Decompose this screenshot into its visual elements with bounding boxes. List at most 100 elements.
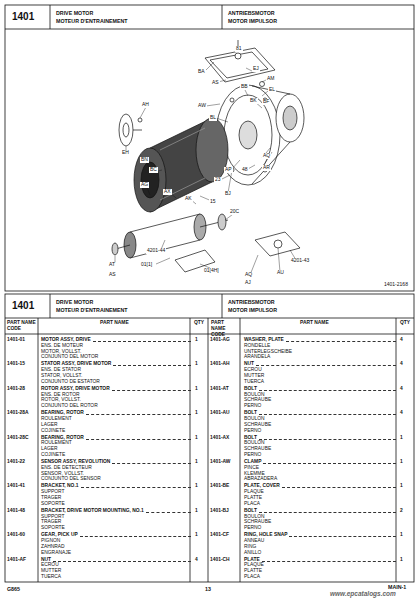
drawing-stroke <box>5 294 414 582</box>
part-name-de: SCHRAUBE <box>244 446 271 452</box>
part-name: BRACKET, DRIVE MOTOR MOUNTING, NO.1 <box>41 508 144 514</box>
drawing-stroke <box>260 82 265 87</box>
callout-number: AG <box>140 182 149 188</box>
drawing-stroke <box>123 123 129 137</box>
drawing-stroke <box>240 318 241 582</box>
drawing-stroke <box>134 148 166 212</box>
end-housing <box>216 85 304 185</box>
part-name-de: PLATTE <box>244 568 262 574</box>
part-name-es: ANILLO <box>244 550 261 556</box>
column-header: PART NAME CODE <box>7 320 37 332</box>
part-name-es: ENGRANAJE <box>41 550 71 556</box>
callout-number: BF <box>262 99 270 105</box>
quantity: 1 <box>195 361 198 367</box>
part-name: BOLT <box>244 508 257 514</box>
drawing-stroke <box>224 95 272 175</box>
dot-leader <box>93 341 191 342</box>
part-name-de: STATOR, VOLLST. <box>41 373 82 379</box>
part-code: 1401-28C <box>7 435 28 441</box>
dot-leader <box>53 561 191 562</box>
callout-number: 48 <box>241 167 249 173</box>
part-name-fr: ENS. DE DETECTEUR <box>41 465 92 471</box>
part-name: WASHER, PLATE <box>244 337 284 343</box>
drawing-stroke <box>205 48 275 82</box>
part-code: 1401-AW <box>210 459 230 465</box>
part-name-de: MUTTER <box>244 373 264 379</box>
callout-number: AR <box>262 165 271 171</box>
part-name: PLATE, COVER <box>244 483 280 489</box>
column-header: PART NAME CODE <box>211 320 239 337</box>
part-name-fr: ECROU <box>244 367 262 373</box>
part-name-es: PERNO <box>244 403 261 409</box>
part-code: 1401-22 <box>7 459 25 465</box>
dot-leader <box>112 390 191 391</box>
part-name: BOLT <box>244 386 257 392</box>
part-name-es: CONJUNTO DEL MOTOR <box>41 354 98 360</box>
part-name-de: TRAGER <box>41 519 61 525</box>
section-code: MAIN-1 <box>388 584 406 590</box>
part-code: 1401-CF <box>210 532 229 538</box>
part-name-es: SOPORTE <box>41 501 65 507</box>
part-name-es: ABRAZADERA <box>244 476 277 482</box>
dot-leader <box>112 463 191 464</box>
watermark: www.epcatalogs.com <box>330 591 396 597</box>
part-code: 1401-AT <box>210 386 229 392</box>
part-name-es: CONJUNTO DEL ROTOR <box>41 403 98 409</box>
part-code: 1401-60 <box>7 532 25 538</box>
drawing-stroke <box>255 232 300 256</box>
part-name-es: COJINETE <box>41 452 65 458</box>
quantity: 1 <box>400 483 403 489</box>
dot-leader <box>256 365 396 366</box>
part-name-fr: ENS. DE ROTOR <box>41 392 80 398</box>
quantity: 4 <box>400 386 403 392</box>
callout-number: 4201-44 <box>146 248 166 254</box>
model-number: G865 <box>7 586 20 592</box>
callout-number: 81 <box>235 46 243 52</box>
part-name-de: MOTOR, VOLLST. <box>41 349 81 355</box>
part-name: PLATE <box>244 557 260 563</box>
callout-number: AP <box>224 167 233 173</box>
part-name-de: SCHRAUBE <box>244 422 271 428</box>
drawing-stroke <box>112 243 118 255</box>
part-name-es: CONJUNTO DE ESTATOR <box>41 379 100 385</box>
part-name-de: LAGER <box>41 446 58 452</box>
part-name: MOTOR ASSY, DRIVE <box>41 337 91 343</box>
part-name-fr: ENS. DE MOTEUR <box>41 343 83 349</box>
part-name-fr: ROULEMENT <box>41 416 72 422</box>
part-name: SENSOR ASSY, REVOLUTION <box>41 459 110 465</box>
callout-number: BN <box>140 157 149 163</box>
drawing-stroke <box>5 29 414 30</box>
callout-number: 01[4H] <box>203 268 220 274</box>
section-number: 1401 <box>12 300 34 312</box>
drawing-stroke <box>396 318 397 582</box>
part-name: NUT <box>244 361 254 367</box>
part-code: 1401-28 <box>7 386 25 392</box>
callout-number: AJ <box>244 280 252 286</box>
dot-leader <box>146 512 191 513</box>
callout-number: EJ <box>252 66 260 72</box>
dot-leader <box>113 365 191 366</box>
bracket-drive-motor-mounting <box>175 232 300 272</box>
drawing-stroke <box>160 128 205 200</box>
dot-leader <box>81 487 192 488</box>
drawing-stroke <box>115 50 296 275</box>
quantity: 1 <box>195 337 198 343</box>
dot-leader <box>259 439 396 440</box>
part-name: BEARING, ROTOR <box>41 410 84 416</box>
drawing-stroke <box>141 162 159 198</box>
sensor-plate <box>119 114 142 146</box>
callout-number: 23 <box>214 177 222 183</box>
part-name-de: TRAGER <box>41 495 61 501</box>
part-name-es: PERNO <box>244 525 261 531</box>
quantity: 1 <box>195 410 198 416</box>
part-name-de: MUTTER <box>41 568 61 574</box>
drawing-stroke <box>50 5 51 29</box>
dot-leader <box>86 439 191 440</box>
callout-number: AQ <box>262 153 271 159</box>
dot-leader <box>80 536 191 537</box>
part-name-es: COJINETE <box>41 428 65 434</box>
part-name-fr: PLAQUE <box>244 489 264 495</box>
drawing-stroke <box>235 53 241 59</box>
drawing-stroke <box>252 86 290 94</box>
part-code: 1401-AF <box>7 557 26 563</box>
